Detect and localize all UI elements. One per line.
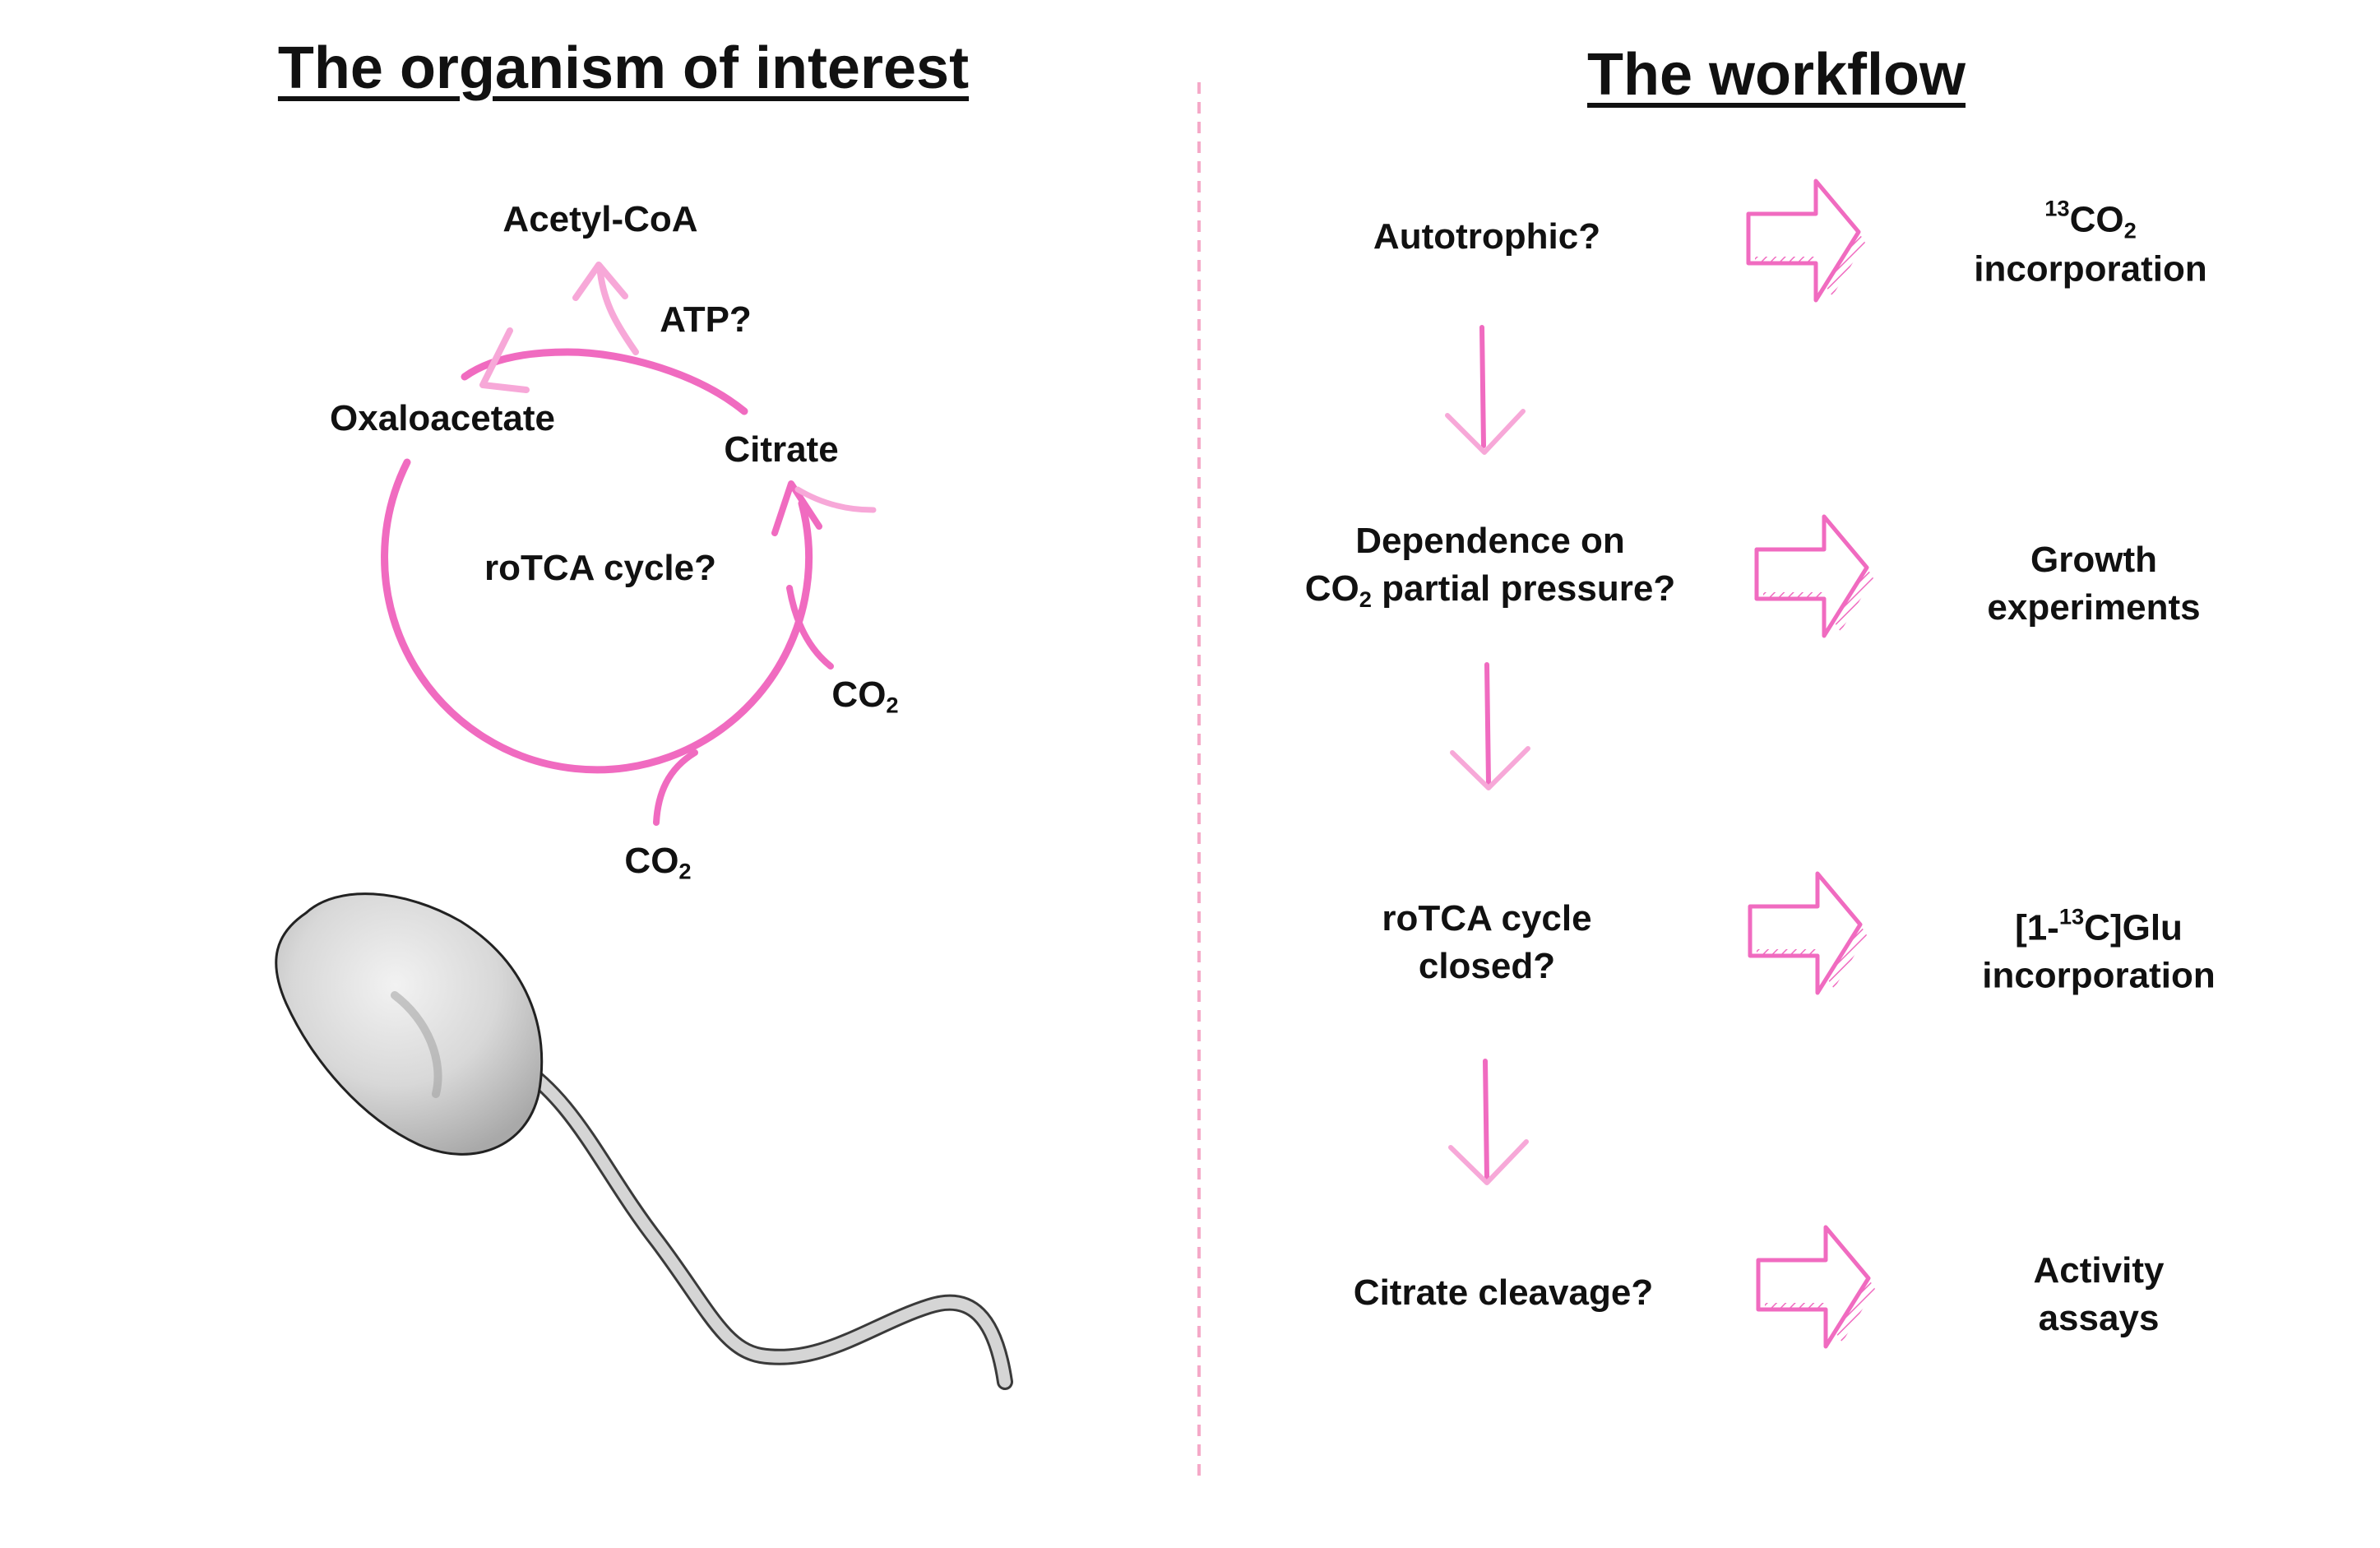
method-growth-experiments: Growth experiments [1987,539,2201,628]
flagellum [502,1051,1013,1390]
citrate-side-curve [794,486,877,513]
workflow-block-arrows [1746,178,1875,1349]
right-panel-title: The workflow [1586,42,1966,108]
co2-bottom-label: CO2 [624,841,692,884]
down-arrow-1 [1445,325,1526,455]
question-rotca-closed: roTCA cycle closed? [1382,897,1592,986]
method-glu-incorporation: [1-13C]Glu incorporation [1982,903,2216,996]
block-arrow-2 [1754,514,1873,638]
method-activity-assays: Activity assays [2033,1249,2165,1338]
down-arrow-3 [1448,1059,1529,1185]
co2-input-right-curve [786,585,834,670]
cell-body [275,892,544,1156]
workflow-down-arrows [1445,325,1530,1185]
block-arrow-4 [1756,1225,1875,1349]
method-13co2-incorporation: 13CO2 incorporation [1974,195,2207,290]
down-arrow-2 [1450,662,1530,790]
atp-label: ATP? [660,299,752,340]
cycle-arrowheads [479,327,822,536]
block-arrow-1 [1746,178,1865,303]
block-arrow-3 [1748,871,1867,995]
citrate-label: Citrate [724,429,839,470]
question-citrate-cleavage: Citrate cleavage? [1353,1272,1654,1313]
acetyl-coa-branch-arrow [572,262,639,355]
question-co2-dependence: Dependence on CO2 partial pressure? [1304,521,1676,612]
co2-right-label: CO2 [831,674,899,718]
left-panel-title: The organism of interest [277,35,970,101]
question-autotrophic: Autotrophic? [1373,216,1601,257]
oxaloacetate-label: Oxaloacetate [330,398,555,438]
acetyl-coa-label: Acetyl-CoA [502,199,698,239]
bacterium-illustration [275,892,1013,1390]
cycle-center-label: roTCA cycle? [484,548,717,588]
co2-input-bottom-curve [653,749,698,826]
